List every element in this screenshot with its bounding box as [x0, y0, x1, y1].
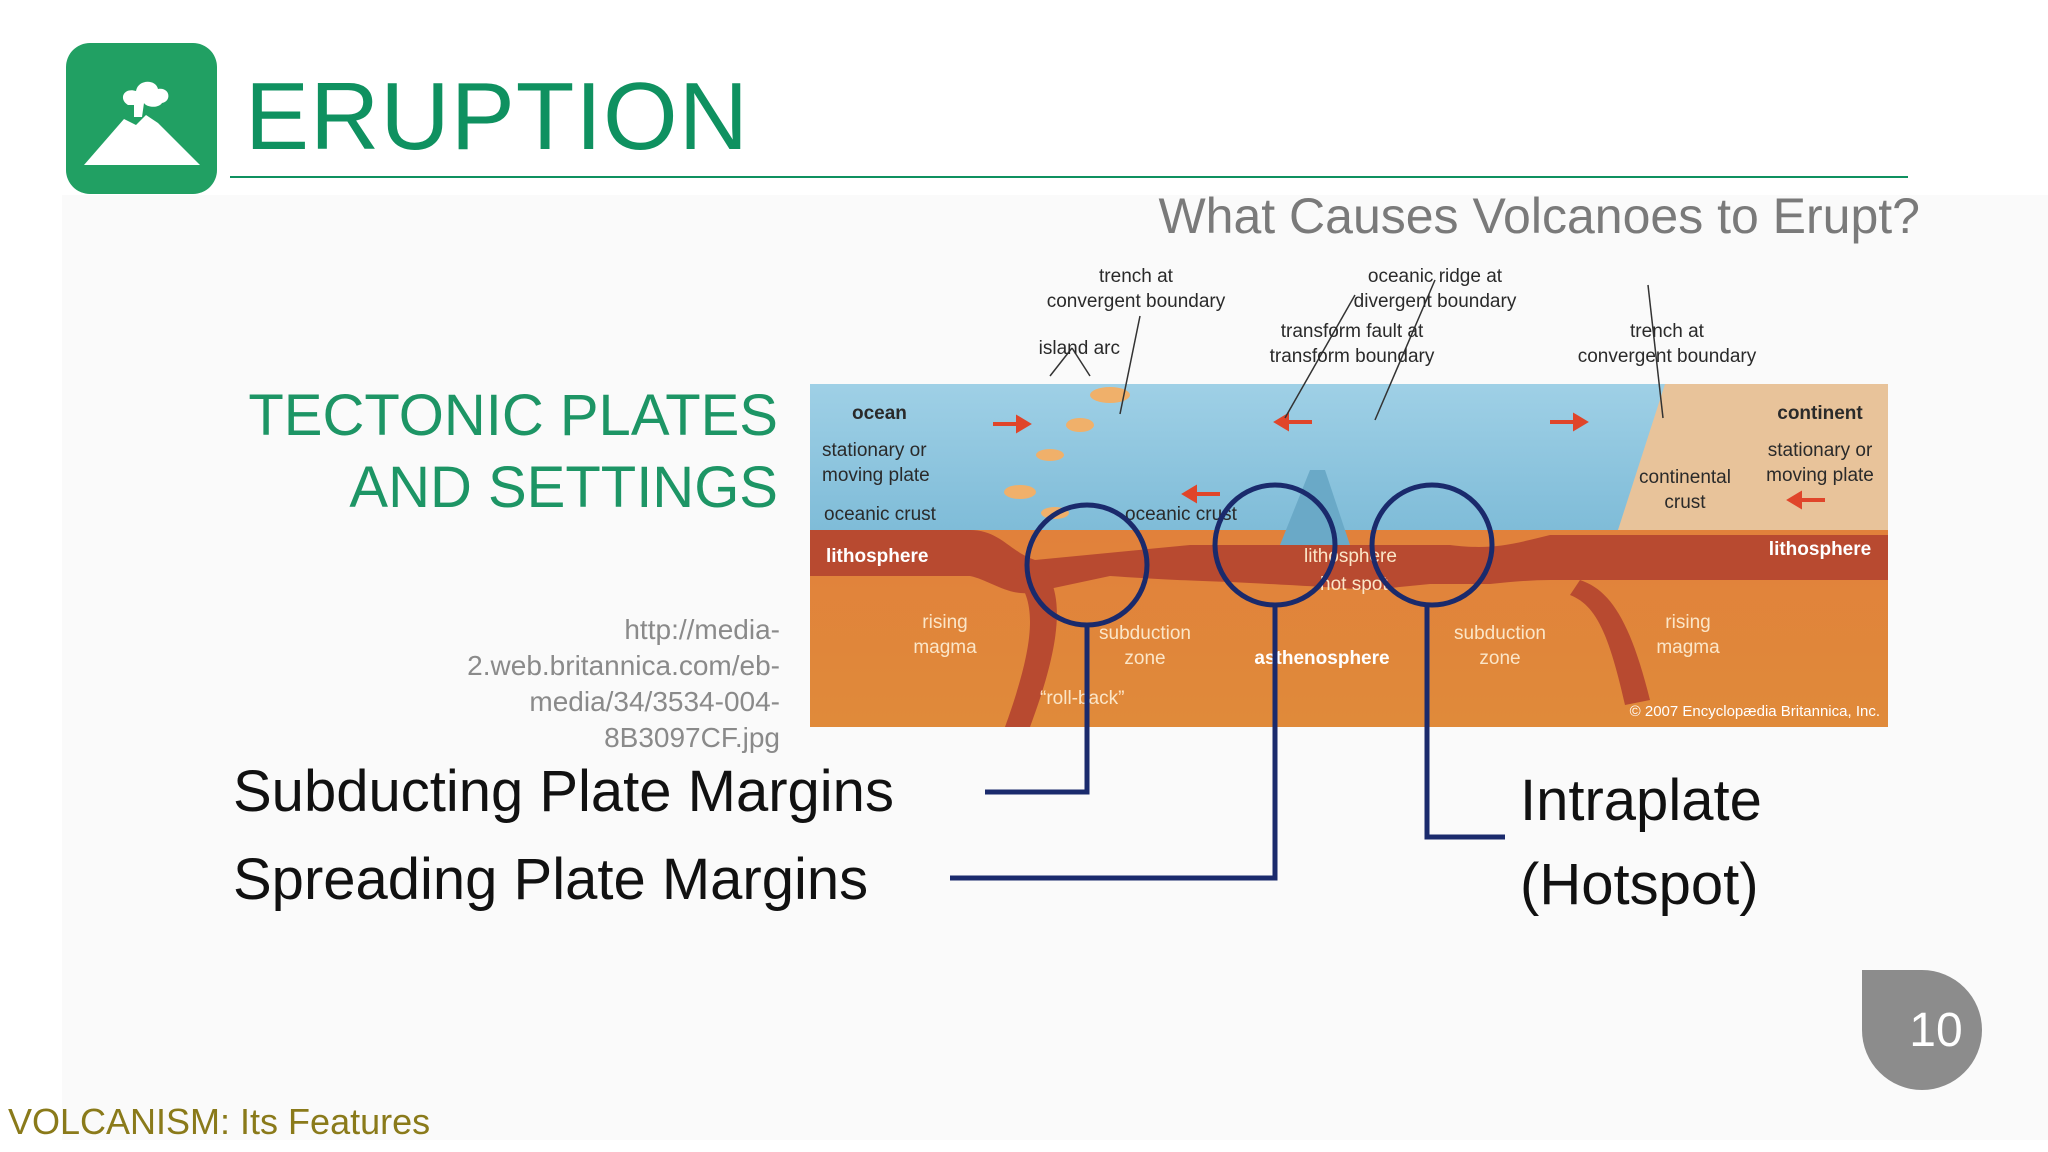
callout-intraplate-line2: (Hotspot): [1520, 852, 1759, 917]
label-ocean: ocean: [852, 403, 907, 424]
label-trench-2a: trench at: [1630, 321, 1705, 342]
label-rising-magma-l2: magma: [913, 637, 977, 658]
subducting-slab-right: [1570, 580, 1650, 705]
page-number-badge: 10: [1862, 970, 1982, 1090]
source-line-2: 2.web.britannica.com/eb-: [467, 650, 780, 681]
label-rising-magma-r2: magma: [1656, 637, 1720, 658]
label-oceanic-crust-left: oceanic crust: [824, 504, 937, 525]
label-subduction-zone-l2: zone: [1124, 648, 1165, 669]
label-subduction-zone-l1: subduction: [1099, 623, 1191, 644]
label-copyright: © 2007 Encyclopædia Britannica, Inc.: [1630, 703, 1880, 720]
section-heading: TECTONIC PLATES AND SETTINGS: [178, 380, 778, 524]
page-number: 10: [1909, 1004, 1962, 1057]
callout-circle-subducting: [1024, 502, 1150, 628]
slide-title: ERUPTION: [245, 63, 750, 170]
label-lithosphere-left: lithosphere: [826, 546, 928, 567]
subducting-slab-left: [1005, 560, 1057, 727]
label-transform-b: transform boundary: [1270, 346, 1435, 367]
label-stationary-r1: stationary or: [1768, 440, 1873, 461]
connector-spreading: [950, 605, 1278, 881]
volcano-logo: [66, 43, 217, 194]
island-arc-island: [1090, 387, 1130, 403]
label-island-arc: island arc: [1039, 338, 1120, 359]
volcano-icon: [84, 81, 200, 165]
section-heading-line-2: AND SETTINGS: [349, 455, 778, 520]
label-trench-1b: convergent boundary: [1047, 291, 1226, 312]
connector-subducting: [985, 625, 1090, 795]
callout-circle-hotspot: [1369, 482, 1495, 608]
slide-subtitle: What Causes Volcanoes to Erupt?: [1158, 188, 1920, 244]
callout-spreading-label: Spreading Plate Margins: [233, 847, 869, 912]
lithosphere-layer: [810, 530, 1888, 594]
title-divider: [230, 176, 1908, 178]
callout-circle-spreading: [1212, 482, 1338, 608]
island: [1004, 485, 1036, 499]
label-stationary-r2: moving plate: [1766, 465, 1874, 486]
continent-block: [1618, 384, 1888, 530]
label-trench-1a: trench at: [1099, 266, 1174, 287]
plate-tectonics-diagram: trench at convergent boundary oceanic ri…: [810, 266, 1888, 727]
island: [1066, 418, 1094, 432]
label-asthenosphere: asthenosphere: [1254, 648, 1389, 669]
label-stationary-l1: stationary or: [822, 440, 927, 461]
callout-subducting-label: Subducting Plate Margins: [233, 759, 894, 824]
label-transform-a: transform fault at: [1281, 321, 1424, 342]
label-rising-magma-l1: rising: [922, 612, 967, 633]
label-continental-crust-1: continental: [1639, 467, 1731, 488]
image-source-link[interactable]: http://media- 2.web.britannica.com/eb- m…: [360, 612, 780, 756]
label-hot-spot: hot spot: [1320, 574, 1388, 595]
source-line-3: media/34/3534-004-8B3097CF.jpg: [529, 686, 780, 753]
plate-motion-arrows: [993, 412, 1825, 510]
connector-hotspot: [1424, 605, 1505, 840]
label-subduction-zone-r1: subduction: [1454, 623, 1546, 644]
label-oceanic-crust-center: oceanic crust: [1125, 504, 1238, 525]
source-line-1: http://media-: [624, 614, 780, 645]
label-rising-magma-r1: rising: [1665, 612, 1710, 633]
label-ridge-a: oceanic ridge at: [1368, 266, 1503, 287]
label-ridge-b: divergent boundary: [1354, 291, 1517, 312]
section-heading-line-1: TECTONIC PLATES: [248, 383, 778, 448]
label-lithosphere-right: lithosphere: [1769, 539, 1871, 560]
label-trench-2b: convergent boundary: [1578, 346, 1757, 367]
footer-title: VOLCANISM: Its Features: [8, 1101, 431, 1142]
callout-intraplate-line1: Intraplate: [1520, 768, 1762, 833]
label-subduction-zone-r2: zone: [1479, 648, 1520, 669]
label-continent: continent: [1777, 403, 1863, 424]
label-continental-crust-2: crust: [1664, 492, 1706, 513]
leader-lines: [1049, 279, 1664, 421]
label-rollback: “roll-back”: [1040, 688, 1124, 709]
island: [1036, 449, 1064, 461]
label-stationary-l2: moving plate: [822, 465, 930, 486]
page-number-shape: [1862, 970, 1982, 1090]
